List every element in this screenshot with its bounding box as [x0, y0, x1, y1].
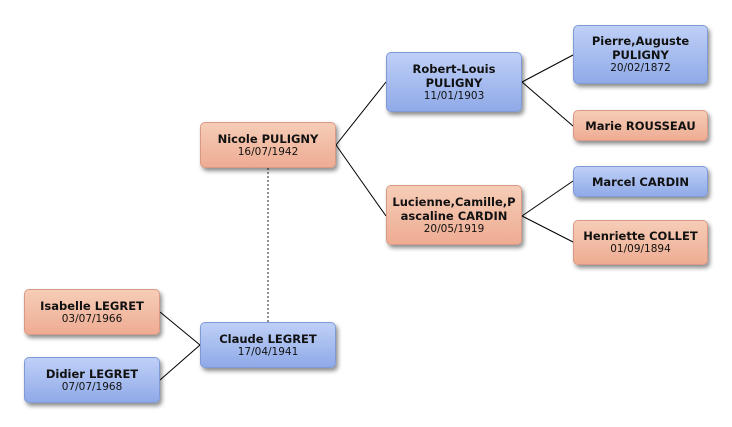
person-node-pierre-auguste-puligny[interactable]: Pierre,Auguste PULIGNY 20/02/1872: [573, 25, 708, 84]
connector-robert-marie: [521, 81, 574, 127]
person-node-robert-louis-puligny[interactable]: Robert-Louis PULIGNY 11/01/1903: [386, 52, 522, 112]
person-birthdate: 07/07/1968: [61, 380, 123, 393]
person-birthdate: 17/04/1941: [237, 345, 299, 358]
connector-claude-isabelle: [159, 311, 201, 346]
person-name-line1: Pierre,Auguste: [591, 34, 690, 48]
person-name: Henriette COLLET: [583, 229, 698, 243]
person-node-nicole-puligny[interactable]: Nicole PULIGNY 16/07/1942: [200, 122, 336, 168]
person-birthdate: 20/02/1872: [610, 62, 671, 74]
person-birthdate: 20/05/1919: [423, 222, 485, 235]
person-node-henriette-collet[interactable]: Henriette COLLET 01/09/1894: [573, 220, 708, 265]
person-birthdate: 03/07/1966: [61, 312, 123, 325]
person-node-claude-legret[interactable]: Claude LEGRET 17/04/1941: [200, 322, 336, 368]
person-name: Marcel CARDIN: [591, 174, 690, 189]
person-name-line2: PULIGNY: [612, 48, 669, 62]
person-name: Isabelle LEGRET: [40, 298, 144, 313]
person-node-isabelle-legret[interactable]: Isabelle LEGRET 03/07/1966: [24, 289, 160, 335]
person-name-line2: ascaline CARDIN: [400, 208, 508, 223]
connector-nicole-lucienne: [335, 144, 387, 217]
person-node-marcel-cardin[interactable]: Marcel CARDIN: [573, 166, 708, 197]
person-node-marie-rousseau[interactable]: Marie ROUSSEAU: [573, 110, 708, 141]
person-name: Marie ROUSSEAU: [585, 118, 696, 133]
connector-nicole-robert: [335, 81, 387, 146]
person-birthdate: 16/07/1942: [237, 145, 299, 158]
connector-claude-didier: [159, 344, 201, 381]
person-name: Didier LEGRET: [45, 366, 139, 381]
connector-lucienne-marcel: [521, 180, 574, 217]
person-birthdate: 01/09/1894: [610, 243, 671, 255]
person-name-line1: Lucienne,Camille,P: [392, 194, 516, 209]
person-node-didier-legret[interactable]: Didier LEGRET 07/07/1968: [24, 357, 160, 403]
connector-lucienne-henriette: [521, 215, 574, 243]
person-name: Claude LEGRET: [219, 331, 317, 346]
person-name: Nicole PULIGNY: [217, 131, 319, 146]
person-name-line2: PULIGNY: [425, 75, 483, 90]
person-name-line1: Robert-Louis: [412, 61, 496, 76]
connector-robert-pierre: [521, 54, 574, 83]
person-node-lucienne-cardin[interactable]: Lucienne,Camille,P ascaline CARDIN 20/05…: [386, 185, 522, 245]
person-birthdate: 11/01/1903: [423, 89, 485, 102]
